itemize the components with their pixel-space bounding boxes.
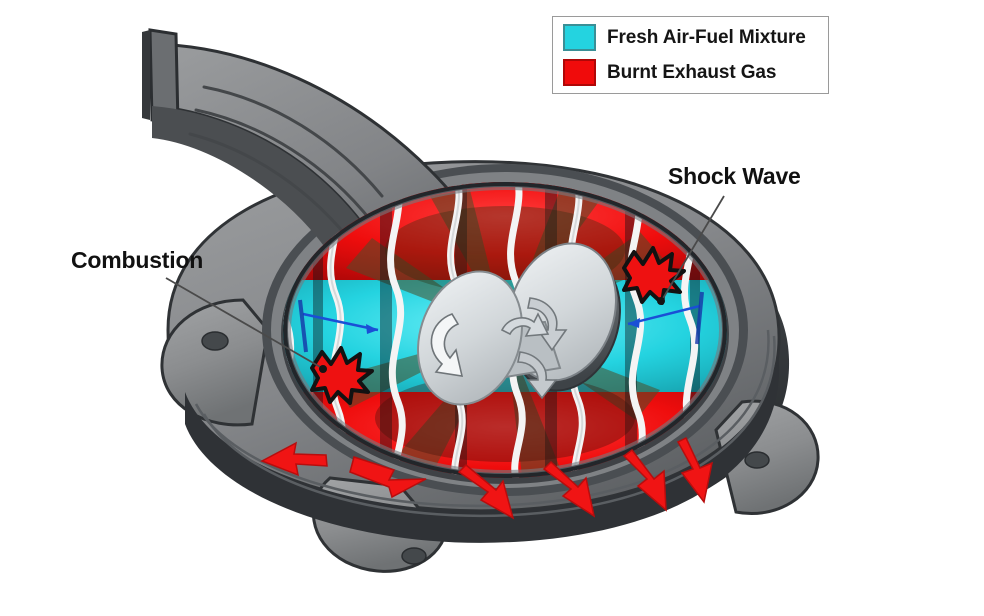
exhaust-arrow-1 bbox=[349, 456, 427, 499]
rotor-edge-highlight bbox=[287, 186, 723, 474]
flow-arrow-left bbox=[302, 312, 379, 334]
callout-label-combustion: Combustion bbox=[71, 247, 204, 273]
leader-line-shockwave bbox=[661, 195, 725, 301]
rotation-arrow-1 bbox=[430, 313, 464, 377]
leader-tip-combustion bbox=[319, 365, 327, 373]
exhaust-arrow-6 bbox=[260, 441, 328, 477]
rotor-hub bbox=[417, 242, 621, 406]
shock-front-line-right bbox=[695, 291, 704, 345]
exhaust-arrow-5 bbox=[676, 436, 714, 504]
rotation-arrow-2 bbox=[527, 297, 568, 352]
legend-label-fresh-mixture: Fresh Air-Fuel Mixture bbox=[607, 26, 806, 48]
callout-leader-dots bbox=[319, 297, 665, 373]
legend-label-exhaust-gas: Burnt Exhaust Gas bbox=[607, 61, 777, 83]
mounting-lobe-left bbox=[160, 298, 270, 427]
fresh-charge-flow-arrows bbox=[298, 291, 704, 353]
legend-item-fresh-mixture: Fresh Air-Fuel Mixture bbox=[563, 23, 820, 52]
bolt-hole-right bbox=[744, 451, 770, 469]
callout-leader-lines bbox=[165, 195, 725, 369]
exhaust-arrow-4 bbox=[622, 448, 667, 512]
rotation-arrows bbox=[430, 297, 568, 400]
bolt-hole-bottom-left bbox=[401, 547, 427, 565]
exhaust-arrow-2 bbox=[457, 463, 515, 520]
color-swatch-icon-exhaust-gas bbox=[563, 59, 596, 86]
duct-rib-lines bbox=[188, 85, 384, 250]
color-swatch-icon-fresh-mixture bbox=[563, 24, 596, 51]
bolt-hole-left bbox=[201, 331, 229, 351]
legend: Fresh Air-Fuel Mixture Burnt Exhaust Gas bbox=[552, 16, 829, 94]
duct-flange-edge bbox=[142, 30, 150, 120]
rotation-arrow-4 bbox=[500, 312, 550, 337]
exhaust-outflow-arrows bbox=[260, 436, 714, 520]
exhaust-arrow-3 bbox=[542, 460, 596, 518]
callout-label-shock-wave: Shock Wave bbox=[668, 163, 801, 189]
leader-tip-shockwave bbox=[657, 297, 665, 305]
housing-rim-ridges bbox=[194, 329, 776, 518]
shock-front-line-left bbox=[298, 299, 308, 353]
rotation-arrow-3 bbox=[517, 351, 558, 400]
flow-arrow-right bbox=[627, 304, 701, 328]
combustion-burst-left bbox=[310, 346, 374, 405]
legend-item-exhaust-gas: Burnt Exhaust Gas bbox=[563, 58, 820, 87]
leader-line-combustion bbox=[165, 277, 323, 369]
